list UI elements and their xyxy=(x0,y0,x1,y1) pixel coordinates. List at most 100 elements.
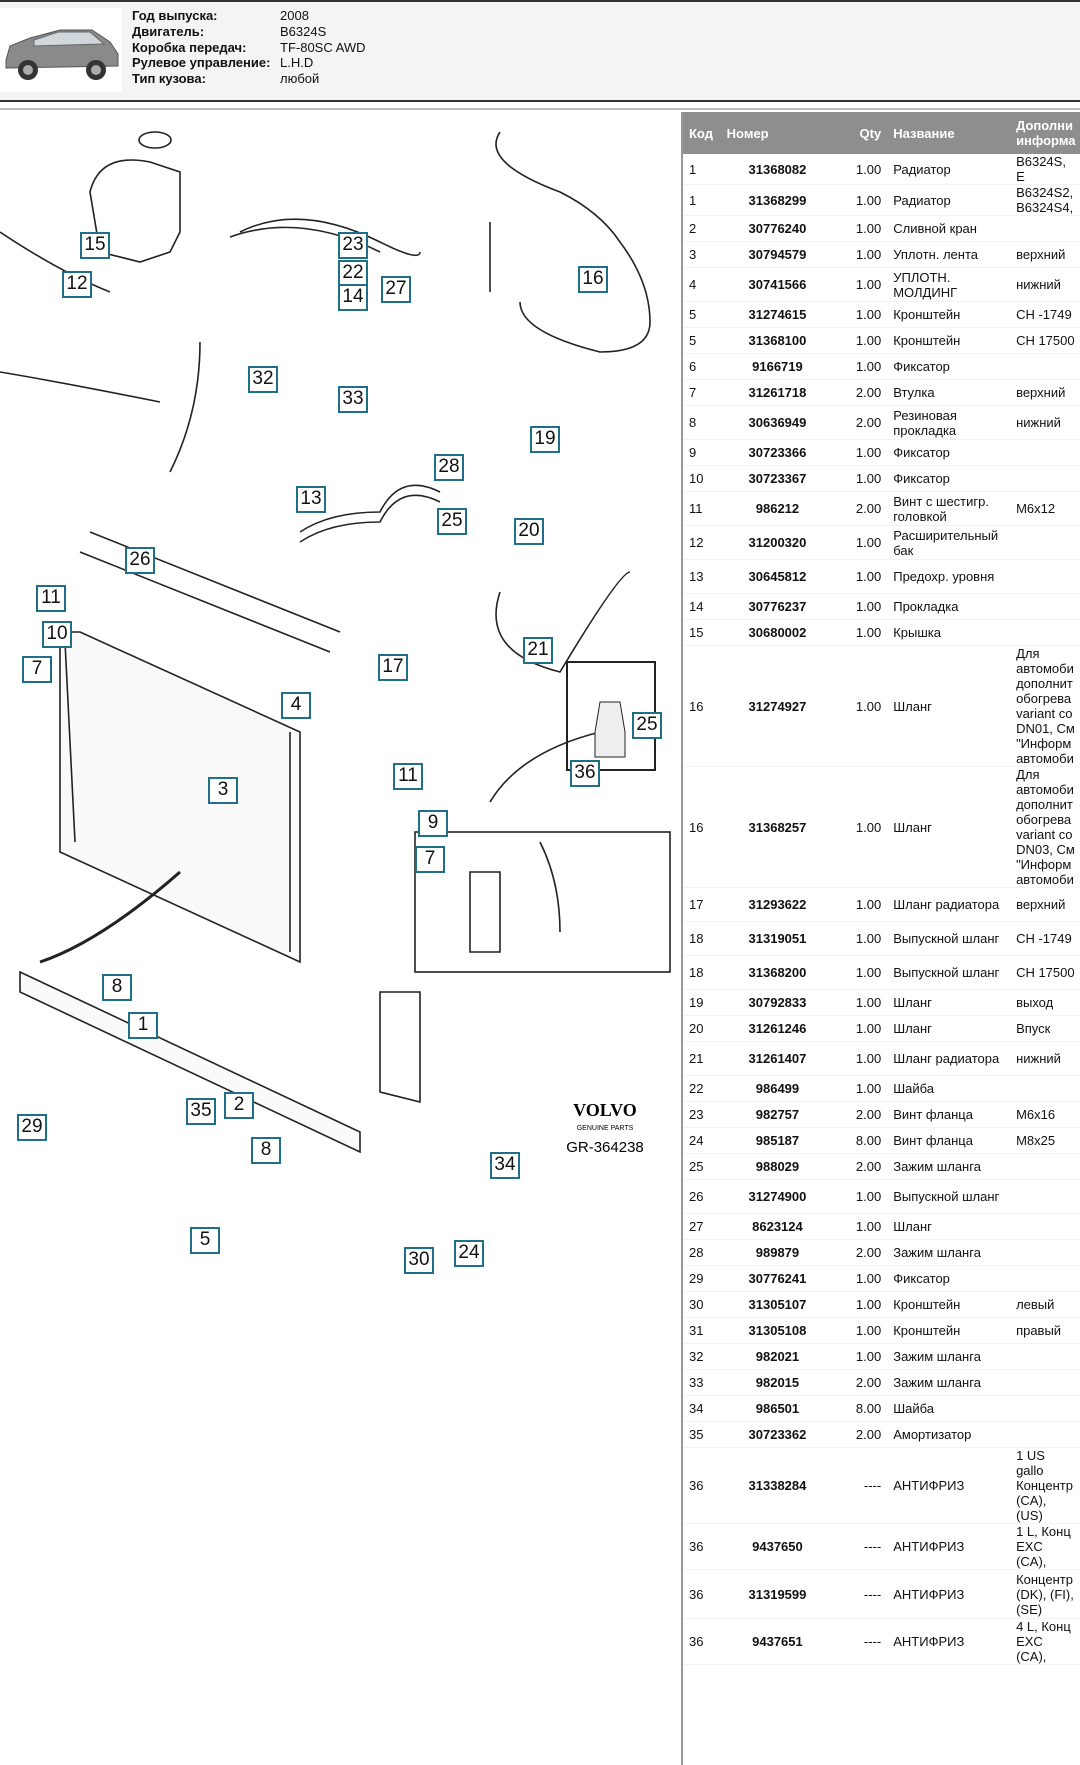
cell-name: Радиатор xyxy=(887,154,1011,185)
cell-num: 31274900 xyxy=(720,1179,835,1214)
cell-num: 30776241 xyxy=(720,1265,835,1292)
cell-qty: 2.00 xyxy=(834,379,888,406)
cell-code: 16 xyxy=(683,766,721,888)
cell-qty: 1.00 xyxy=(834,327,888,354)
cell-code: 14 xyxy=(683,593,721,620)
cell-info xyxy=(1010,1421,1080,1448)
cell-code: 24 xyxy=(683,1127,721,1154)
cell-code: 35 xyxy=(683,1421,721,1448)
cell-num: 31274927 xyxy=(720,645,835,767)
cell-qty: 1.00 xyxy=(834,1317,888,1344)
parts-table: Код Номер Qty Название Дополни информа 1… xyxy=(683,112,1080,1665)
cell-info: CH 17500 xyxy=(1010,955,1080,990)
cell-code: 8 xyxy=(683,405,721,440)
cell-info xyxy=(1010,559,1080,594)
parts-table-panel[interactable]: Код Номер Qty Название Дополни информа 1… xyxy=(681,112,1080,1765)
cell-qty: 1.00 xyxy=(834,267,888,302)
spec-values: 2008 B6324S TF-80SC AWD L.H.D любой xyxy=(280,8,365,87)
cell-name: Шланг xyxy=(887,989,1011,1016)
cell-num: 30741566 xyxy=(720,267,835,302)
col-number[interactable]: Номер xyxy=(720,112,835,154)
col-qty[interactable]: Qty xyxy=(834,112,888,154)
spec-value-gearbox: TF-80SC AWD xyxy=(280,39,366,55)
diagram-drawing: VOLVO GENUINE PARTS GR-364238 xyxy=(0,131,671,1156)
col-name[interactable]: Название xyxy=(887,112,1011,154)
cell-info xyxy=(1010,1343,1080,1370)
cell-info xyxy=(1010,1265,1080,1292)
cell-name: Шланг xyxy=(887,1213,1011,1240)
cell-info: CH 17500 xyxy=(1010,327,1080,354)
cell-qty: 1.00 xyxy=(834,184,888,216)
callout-12: 12 xyxy=(62,271,92,298)
vehicle-header: Год выпуска: Двигатель: Коробка передач:… xyxy=(0,0,1080,102)
cell-code: 36 xyxy=(683,1447,721,1524)
cell-name: Выпускной шланг xyxy=(887,1179,1011,1214)
cell-name: Винт с шестигр. головкой xyxy=(887,491,1011,526)
cell-name: Резиновая прокладка xyxy=(887,405,1011,440)
cell-info: B6324S, E xyxy=(1010,154,1080,185)
cell-code: 7 xyxy=(683,379,721,406)
cell-num: 9437651 xyxy=(720,1618,835,1665)
spec-label-gearbox: Коробка передач: xyxy=(132,39,247,55)
col-info[interactable]: Дополни информа xyxy=(1010,112,1080,154)
cell-num: 31368299 xyxy=(720,184,835,216)
cell-num: 31319599 xyxy=(720,1569,835,1619)
spec-value-year: 2008 xyxy=(280,8,309,23)
callout-22: 22 xyxy=(338,260,368,287)
cell-qty: 1.00 xyxy=(834,955,888,990)
col-code[interactable]: Код xyxy=(683,112,721,154)
cell-num: 31305108 xyxy=(720,1317,835,1344)
cell-code: 33 xyxy=(683,1369,721,1396)
cell-name: Прокладка xyxy=(887,593,1011,620)
cell-qty: 2.00 xyxy=(834,405,888,440)
cell-qty: 1.00 xyxy=(834,645,888,767)
cell-name: Шланг xyxy=(887,766,1011,888)
cell-qty: 1.00 xyxy=(834,154,888,185)
cell-code: 15 xyxy=(683,619,721,646)
spec-label-steering: Рулевое управление: xyxy=(132,55,271,71)
